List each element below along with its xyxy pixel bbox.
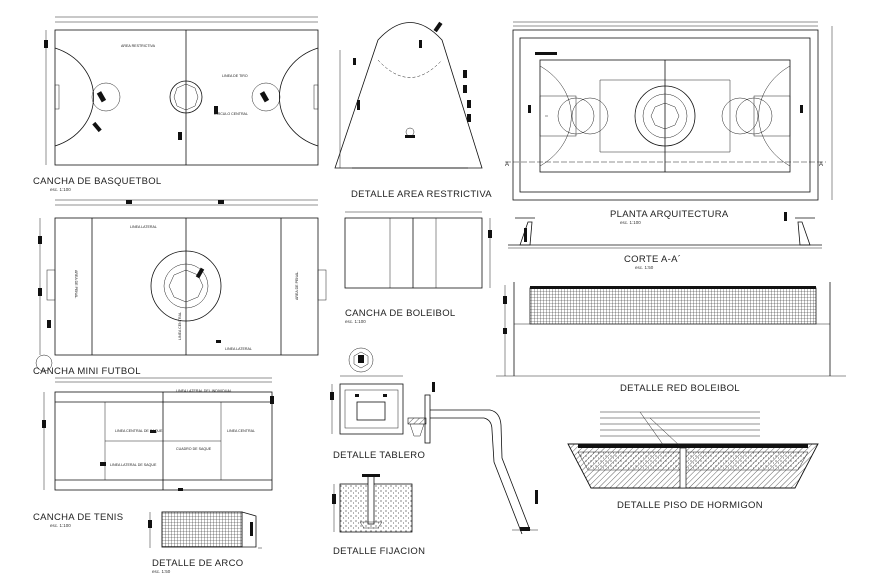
mini-football-note: AREA DE PENAL <box>295 272 299 300</box>
volleyball-scale: esc. 1:100 <box>345 319 366 324</box>
anchoring-detail-drawing: DETALLE FIJACION <box>332 474 425 557</box>
volleyball-net-drawing: DETALLE RED BOLEIBOL <box>496 282 846 394</box>
goal-detail-drawing: DETALLE DE ARCO esc. 1:50 <box>148 511 262 574</box>
basketball-note: LINEA DE TIRO <box>222 74 248 78</box>
tennis-scale: esc. 1:100 <box>50 523 71 528</box>
basketball-note: AREA RESTRICTIVA <box>121 44 156 48</box>
goal-scale: esc. 1:50 <box>152 569 171 574</box>
tennis-note: LINEA CENTRAL DE SAQUE <box>115 429 163 433</box>
restrictive-area-title: DETALLE AREA RESTRICTIVA <box>351 189 492 200</box>
plan-scale: esc. 1:100 <box>620 220 641 225</box>
restrictive-area-drawing: DETALLE AREA RESTRICTIVA <box>334 21 492 200</box>
backboard-detail-drawing: DETALLE TABLERO <box>330 347 425 461</box>
tennis-note: LINEA CENTRAL <box>227 429 255 433</box>
mini-football-court-drawing: LINEA LATERAL AREA DE PENAL AREA DE PENA… <box>33 199 327 377</box>
tennis-note: LINEA LATERAL DEL INDIVIDUAL <box>176 389 232 393</box>
mini-football-title: CANCHA MINI FUTBOL <box>33 366 141 377</box>
basketball-court-drawing: AREA RESTRICTIVA LINEA DE TIRO CIRCULO C… <box>33 16 319 192</box>
mini-football-note: LINEA LATERAL <box>130 225 157 229</box>
backboard-title: DETALLE TABLERO <box>333 450 425 461</box>
section-aa-drawing: CORTE A-A´ esc. 1:50 <box>508 212 822 270</box>
section-scale: esc. 1:50 <box>635 265 654 270</box>
section-marker-left: A <box>505 162 509 168</box>
volleyball-title: CANCHA DE BOLEIBOL <box>345 308 455 319</box>
architectural-plan-drawing: A A PLANTA ARQUITECTURA esc. 1:100 <box>505 21 833 225</box>
basketball-note: CIRCULO CENTRAL <box>214 112 248 116</box>
plan-title: PLANTA ARQUITECTURA <box>610 209 729 220</box>
basketball-scale: esc. 1:100 <box>50 187 71 192</box>
mini-football-note: LINEA LATERAL <box>225 347 252 351</box>
concrete-floor-detail-drawing: DETALLE PISO DE HORMIGON <box>567 411 819 511</box>
anchoring-title: DETALLE FIJACION <box>333 546 425 557</box>
tennis-court-drawing: LINEA LATERAL DEL INDIVIDUAL LINEA CENTR… <box>33 377 274 528</box>
basketball-title: CANCHA DE BASQUETBOL <box>33 176 161 187</box>
mini-football-note: AREA DE PENAL <box>74 270 78 298</box>
tennis-note: CUADRO DE SAQUE <box>176 447 212 451</box>
section-marker-right: A <box>819 162 823 168</box>
volleyball-net-title: DETALLE RED BOLEIBOL <box>620 383 740 394</box>
basket-post-drawing <box>407 382 538 535</box>
goal-title: DETALLE DE ARCO <box>152 558 243 569</box>
concrete-floor-title: DETALLE PISO DE HORMIGON <box>617 500 763 511</box>
tennis-title: CANCHA DE TENIS <box>33 512 123 523</box>
volleyball-court-drawing: CANCHA DE BOLEIBOL esc. 1:100 <box>344 211 492 324</box>
mini-football-note: LINEA CENTRAL <box>178 312 182 340</box>
tennis-note: LINEA LATERAL DE SAQUE <box>110 463 157 467</box>
section-title: CORTE A-A´ <box>624 254 681 265</box>
